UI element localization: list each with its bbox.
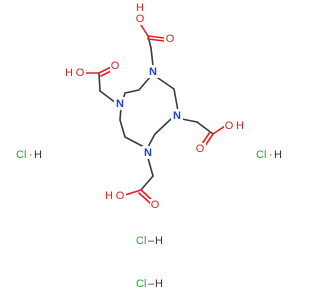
bond-n3-ch2 <box>147 157 154 177</box>
hcl-bottom: Cl – H <box>136 278 163 290</box>
bond-ch2-cooh <box>147 35 152 49</box>
ring-bond-n1-n2 <box>154 75 179 114</box>
salt-h-label: H <box>155 278 163 290</box>
bottom-acid-arm <box>124 157 154 204</box>
ring-bond-n1-n4 <box>122 76 151 101</box>
salt-h-label: H <box>155 235 163 247</box>
right-acid-arm <box>181 118 226 147</box>
salt-cl-label: Cl <box>16 149 26 161</box>
bond-n4-ch2 <box>99 90 117 104</box>
hcl-left: Cl · H <box>16 149 42 161</box>
bond-c-oh <box>212 125 226 135</box>
atom-h-top-hydroxyl: H <box>136 2 144 14</box>
atom-o-top-hydroxyl: O <box>136 13 145 25</box>
salt-separator: – <box>148 235 155 247</box>
atom-h-left-hydroxyl: H <box>65 67 73 79</box>
salt-separator: · <box>29 149 33 161</box>
nitrogen-atoms: N N N N <box>114 65 183 159</box>
molecule-diagram: N N N N O O H O O H O O H O O H Cl · H C <box>16 2 282 290</box>
atom-o-right-hydroxyl: O <box>225 120 234 132</box>
atom-n2: N <box>173 110 181 122</box>
bond-co-double-a <box>98 66 112 74</box>
atom-h-right-hydroxyl: H <box>236 120 244 132</box>
hcl-middle: Cl – H <box>136 235 163 247</box>
salt-h-label: H <box>274 149 282 161</box>
salt-separator: · <box>269 149 273 161</box>
salt-cl-label: Cl <box>136 278 146 290</box>
salt-cl-label: Cl <box>136 235 146 247</box>
bond-co-double-a <box>140 189 153 201</box>
bond-co-double-b <box>138 192 151 204</box>
bond-co-double-b <box>147 38 165 42</box>
bond-n1-ch2 <box>150 47 154 67</box>
atom-n3: N <box>144 147 152 159</box>
atom-o-bottom-carbonyl: O <box>151 199 160 211</box>
ring-bond-n2-n3 <box>147 118 172 151</box>
bond-c-oh <box>140 24 149 37</box>
bond-ch2-cooh <box>98 72 101 92</box>
ring-bonds <box>119 75 179 151</box>
bond-ch2-cooh <box>140 175 154 191</box>
bond-co-double-a <box>204 133 214 147</box>
top-acid-arm <box>140 24 165 67</box>
bond-co-double-a <box>147 35 165 39</box>
atom-o-top-carbonyl: O <box>166 33 175 45</box>
bond-c-oh <box>124 189 142 196</box>
atom-n4: N <box>116 98 124 110</box>
atom-o-left-carbonyl: O <box>111 60 120 72</box>
bond-co-double-b <box>201 131 211 145</box>
ring-bond-n4-n3 <box>119 106 147 149</box>
left-acid-arm <box>85 66 117 104</box>
structure-canvas: N N N N O O H O O H O O H O O H Cl · H C <box>16 2 282 290</box>
oxygen-atoms: O O H O O H O O H O O H <box>65 2 244 211</box>
bond-n2-ch2 <box>181 118 198 123</box>
hcl-right: Cl · H <box>256 149 282 161</box>
atom-h-bottom-hydroxyl: H <box>105 190 113 202</box>
salt-cl-label: Cl <box>256 149 266 161</box>
atom-n1: N <box>149 66 157 78</box>
salt-h-label: H <box>34 149 42 161</box>
salt-separator: – <box>148 278 155 290</box>
atom-o-bottom-hydroxyl: O <box>116 190 125 202</box>
atom-o-right-carbonyl: O <box>196 143 205 155</box>
atom-o-left-hydroxyl: O <box>76 67 85 79</box>
